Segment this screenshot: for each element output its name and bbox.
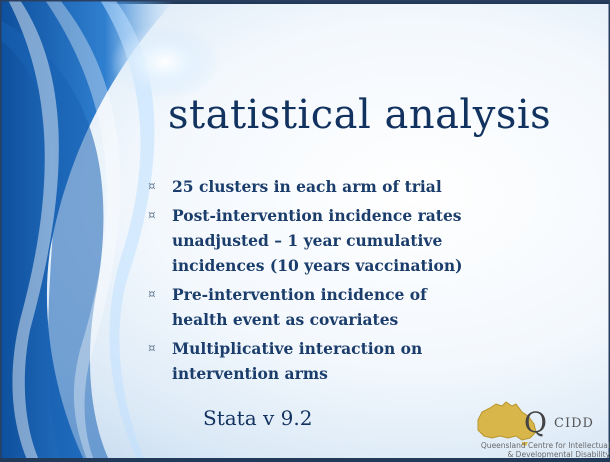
bullet-item: ¤ Pre-intervention incidence of health e… [148, 282, 478, 332]
bullet-text: 25 clusters in each arm of trial [172, 177, 442, 196]
bullet-text: Pre-intervention incidence of health eve… [172, 285, 427, 329]
bullet-marker-icon: ¤ [148, 341, 156, 355]
top-border [0, 0, 610, 4]
bullet-text: Post-intervention incidence rates unadju… [172, 206, 463, 275]
slide-title: statistical analysis [168, 92, 552, 138]
qcidd-logo: Q CIDD Queensland Centre for Intellectua… [466, 398, 610, 460]
bullet-item: ¤ Post-intervention incidence rates unad… [148, 203, 478, 278]
logo-letter: Q [524, 406, 547, 439]
logo-subtitle-line1: Queensland Centre for Intellectual [480, 441, 610, 450]
bottom-border [0, 458, 610, 462]
australia-map-icon [477, 401, 537, 446]
bullet-item: ¤ Multiplicative interaction on interven… [148, 336, 478, 386]
logo-name: CIDD [554, 416, 594, 431]
bullet-list: ¤ 25 clusters in each arm of trial ¤ Pos… [148, 174, 478, 390]
bullet-text: Multiplicative interaction on interventi… [172, 339, 423, 383]
software-note: Stata v 9.2 [203, 406, 313, 430]
bullet-marker-icon: ¤ [148, 179, 156, 193]
bullet-item: ¤ 25 clusters in each arm of trial [148, 174, 478, 199]
bullet-marker-icon: ¤ [148, 287, 156, 301]
bullet-marker-icon: ¤ [148, 208, 156, 222]
logo-subtitle-line2: & Developmental Disability [507, 450, 610, 459]
